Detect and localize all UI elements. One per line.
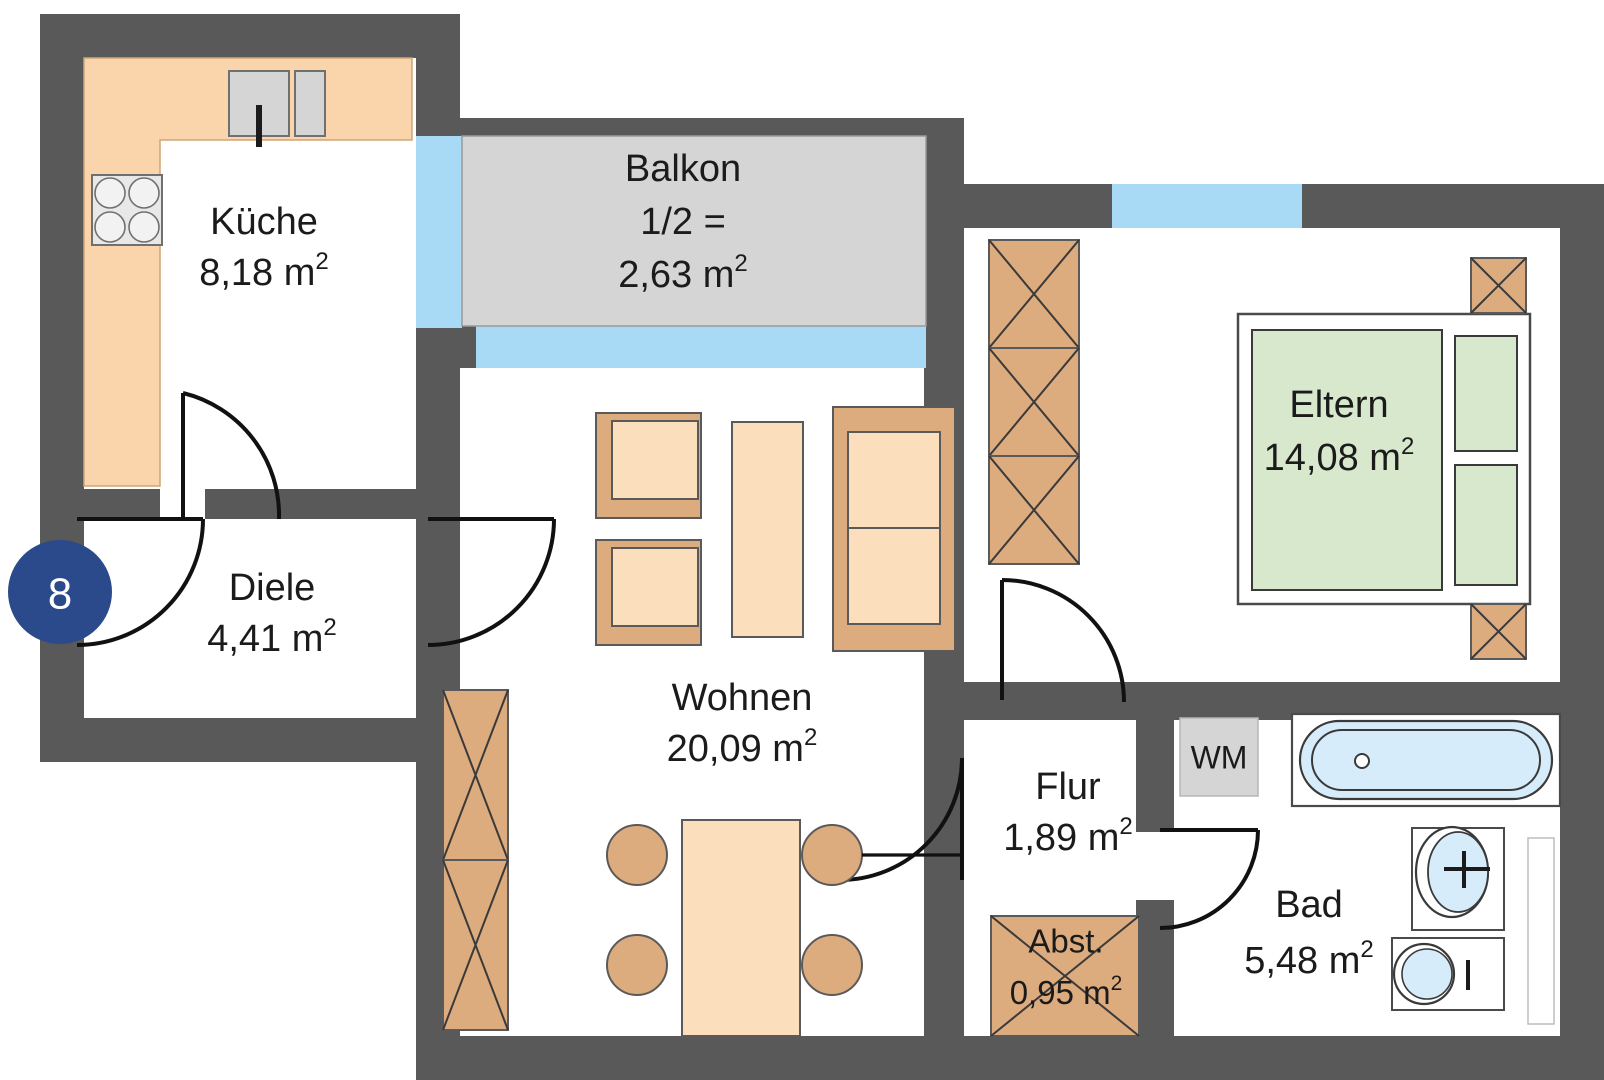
bad-fixtures bbox=[1179, 712, 1562, 1025]
label-bad-name: Bad bbox=[1275, 884, 1343, 926]
radiator bbox=[1527, 837, 1555, 1025]
door-flur-eltern bbox=[1000, 578, 1126, 703]
label-abst-area: 0,95 m2 bbox=[1010, 972, 1123, 1011]
bathtub bbox=[1290, 712, 1562, 808]
abst-storage bbox=[990, 915, 1140, 1037]
window-balcony-bottom bbox=[476, 326, 926, 368]
kitchen-sink bbox=[228, 70, 326, 147]
room-labels: Küche 8,18 m2 Balkon 1/2 = 2,63 m2 Diele… bbox=[199, 148, 1414, 1011]
pillow-top bbox=[1454, 335, 1518, 452]
dining-chair-4 bbox=[801, 934, 863, 996]
pillow-bottom bbox=[1454, 464, 1518, 586]
doors bbox=[76, 391, 1260, 930]
label-balkon-note: 1/2 = bbox=[640, 201, 726, 243]
washing-machine bbox=[1179, 717, 1259, 797]
badge-circle bbox=[8, 540, 112, 644]
nightstand-bottom bbox=[1470, 603, 1527, 660]
dining-table bbox=[681, 819, 801, 1037]
label-flur-area: 1,89 m2 bbox=[1003, 813, 1133, 859]
wardrobe-eltern bbox=[988, 239, 1080, 565]
door-flur-bad bbox=[1159, 828, 1260, 930]
label-washing-machine: WM bbox=[1191, 739, 1248, 775]
label-wohnen-area: 20,09 m2 bbox=[667, 724, 818, 770]
badge-number: 8 bbox=[48, 570, 72, 619]
label-flur-name: Flur bbox=[1035, 766, 1101, 808]
kitchen-counter bbox=[83, 57, 413, 487]
door-kueche bbox=[181, 391, 282, 520]
kueche-room bbox=[83, 57, 413, 487]
washbasin bbox=[1411, 825, 1505, 931]
windows bbox=[416, 136, 1302, 368]
nightstand-top bbox=[1470, 257, 1527, 314]
label-diele-area: 4,41 m2 bbox=[207, 614, 337, 660]
wohnen-furniture bbox=[442, 406, 962, 1037]
room-fills bbox=[461, 135, 927, 327]
window-balcony-left bbox=[416, 136, 462, 328]
dining-set bbox=[606, 819, 863, 1037]
door-wohnen-flur bbox=[839, 757, 964, 882]
toilet bbox=[1391, 937, 1505, 1011]
label-kueche-name: Küche bbox=[210, 201, 318, 243]
window-eltern bbox=[1112, 184, 1302, 228]
double-bed bbox=[1236, 312, 1532, 606]
label-eltern-area: 14,08 m2 bbox=[1264, 433, 1415, 479]
door-diele-wohnen bbox=[427, 517, 556, 647]
sofa bbox=[832, 406, 956, 652]
unit-number-badge[interactable]: 8 bbox=[8, 540, 112, 644]
faucet-icon bbox=[1444, 851, 1490, 888]
balkon-floor bbox=[461, 135, 927, 327]
label-balkon-name: Balkon bbox=[625, 148, 741, 190]
dining-chair-3 bbox=[801, 824, 863, 886]
door-entrance bbox=[76, 517, 205, 647]
label-diele-name: Diele bbox=[229, 567, 316, 609]
wardrobe-wohnen bbox=[442, 689, 509, 1031]
label-kueche-area: 8,18 m2 bbox=[199, 248, 329, 294]
label-bad-area: 5,48 m2 bbox=[1244, 936, 1374, 982]
label-balkon-area: 2,63 m2 bbox=[618, 250, 748, 296]
armchair-1 bbox=[595, 412, 702, 519]
stove-4-burner bbox=[91, 174, 163, 246]
dining-chair-1 bbox=[606, 824, 668, 886]
armchair-2 bbox=[595, 539, 702, 646]
label-eltern-name: Eltern bbox=[1289, 384, 1388, 426]
dining-chair-2 bbox=[606, 934, 668, 996]
label-wohnen-name: Wohnen bbox=[672, 677, 813, 719]
coffee-table bbox=[731, 421, 804, 638]
label-abst-name: Abst. bbox=[1028, 923, 1103, 960]
eltern-furniture bbox=[988, 239, 1532, 660]
